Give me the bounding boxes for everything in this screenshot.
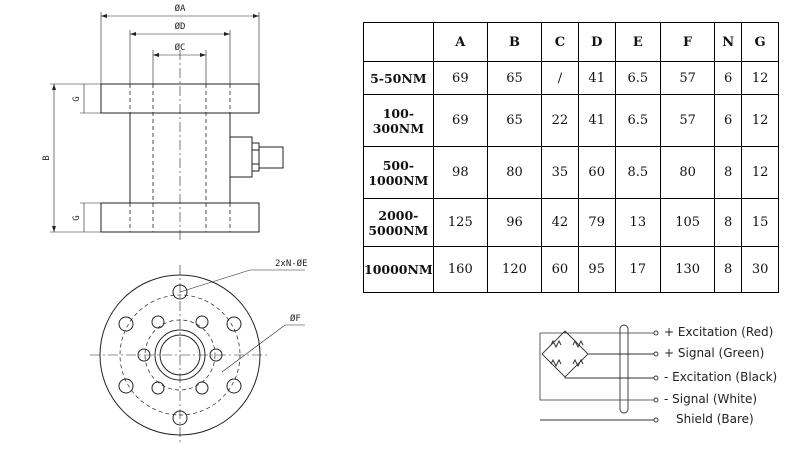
table-cell: 42 [541, 198, 579, 247]
header-cell: A [432, 22, 488, 62]
table-cell: / [541, 61, 579, 95]
connector-plug [258, 146, 284, 169]
wiring-diagram [539, 324, 659, 423]
header-cell: F [660, 22, 716, 62]
dim-label-b: B [42, 155, 52, 160]
wheatstone-bridge [541, 330, 589, 378]
table-cell: 57 [660, 94, 716, 147]
connector-body [229, 136, 253, 178]
table-cell: 8 [714, 198, 743, 247]
model-label: 5-50NM [370, 70, 427, 86]
table-cell: 8 [714, 246, 743, 293]
table-cell: 125 [432, 198, 488, 247]
table-cell: 30 [741, 246, 779, 293]
table-row: 500-1000NM 98 80 35 60 8.5 80 8 12 [363, 146, 779, 199]
header-cell: E [614, 22, 662, 62]
model-cell: 2000-5000NM [363, 198, 434, 247]
table-cell: 60 [577, 146, 616, 199]
table-cell: 69 [432, 94, 488, 147]
model-label: 2000- [378, 207, 419, 223]
table-cell: 8.5 [614, 146, 662, 199]
dim-label-g-bottom: G [72, 215, 82, 220]
table-cell: 13 [614, 198, 662, 247]
model-label: 300NM [372, 120, 425, 136]
table-cell: 79 [577, 198, 616, 247]
table-cell: 6.5 [614, 61, 662, 95]
table-cell: 35 [541, 146, 579, 199]
model-label: 100- [382, 105, 415, 121]
table-cell: 15 [741, 198, 779, 247]
table-cell: 69 [432, 61, 488, 95]
wire-label-signal-positive: + Signal (Green) [664, 346, 765, 360]
dim-label-g-top: G [72, 96, 82, 101]
model-label: 5000NM [368, 222, 429, 238]
table-cell: 8 [714, 146, 743, 199]
table-header-row: A B C D E F N G [363, 22, 779, 62]
table-row: 100-300NM 69 65 22 41 6.5 57 6 12 [363, 94, 779, 147]
table-cell: 6.5 [614, 94, 662, 147]
model-label: 10000NM [364, 262, 433, 277]
table-cell: 22 [541, 94, 579, 147]
table-cell: 80 [660, 146, 716, 199]
table-cell: 41 [577, 61, 616, 95]
table-cell: 17 [614, 246, 662, 293]
table-cell: 41 [577, 94, 616, 147]
wire-label-shield: Shield (Bare) [676, 412, 754, 426]
wire-label-excitation-positive: + Excitation (Red) [664, 325, 774, 339]
table-cell: 12 [741, 146, 779, 199]
side-view [50, 12, 284, 240]
model-cell: 500-1000NM [363, 146, 434, 199]
outer-holes [118, 284, 242, 426]
table-cell: 57 [660, 61, 716, 95]
table-row: 10000NM 160 120 60 95 17 130 8 30 [363, 246, 779, 293]
header-cell: G [741, 22, 779, 62]
table-cell: 65 [486, 94, 543, 147]
model-label: 1000NM [368, 172, 429, 188]
table-cell: 6 [714, 94, 743, 147]
table-cell: 98 [432, 146, 488, 199]
dim-label-a: ØA [175, 3, 186, 14]
table-cell: 130 [660, 246, 716, 293]
holes-label: 2xN-ØE [275, 258, 308, 269]
header-cell: D [577, 22, 616, 62]
inner-holes [137, 315, 223, 395]
header-cell-model [363, 22, 434, 62]
model-label: 500- [382, 157, 415, 173]
model-cell: 100-300NM [363, 94, 434, 147]
table-cell: 80 [486, 146, 543, 199]
spec-table: A B C D E F N G 5-50NM 69 65 / 41 6.5 57… [363, 22, 779, 293]
header-cell: N [714, 22, 743, 62]
table-cell: 120 [486, 246, 543, 293]
table-cell: 160 [432, 246, 488, 293]
header-cell: C [541, 22, 579, 62]
table-cell: 6 [714, 61, 743, 95]
connector-nut [251, 142, 260, 172]
table-cell: 95 [577, 246, 616, 293]
cable-sheath [619, 324, 629, 414]
table-row: 5-50NM 69 65 / 41 6.5 57 6 12 [363, 61, 779, 95]
top-view [90, 265, 305, 445]
dim-label-c: ØC [175, 42, 186, 53]
header-cell: B [486, 22, 543, 62]
table-cell: 65 [486, 61, 543, 95]
dim-label-f: ØF [290, 313, 301, 324]
wire-label-signal-negative: - Signal (White) [664, 392, 758, 406]
model-cell: 5-50NM [363, 61, 434, 95]
table-cell: 60 [541, 246, 579, 293]
table-cell: 96 [486, 198, 543, 247]
table-cell: 12 [741, 94, 779, 147]
table-row: 2000-5000NM 125 96 42 79 13 105 8 15 [363, 198, 779, 247]
table-cell: 12 [741, 61, 779, 95]
wire-label-excitation-negative: - Excitation (Black) [664, 370, 778, 384]
table-cell: 105 [660, 198, 716, 247]
dim-label-d: ØD [175, 21, 186, 32]
model-cell: 10000NM [363, 246, 434, 293]
